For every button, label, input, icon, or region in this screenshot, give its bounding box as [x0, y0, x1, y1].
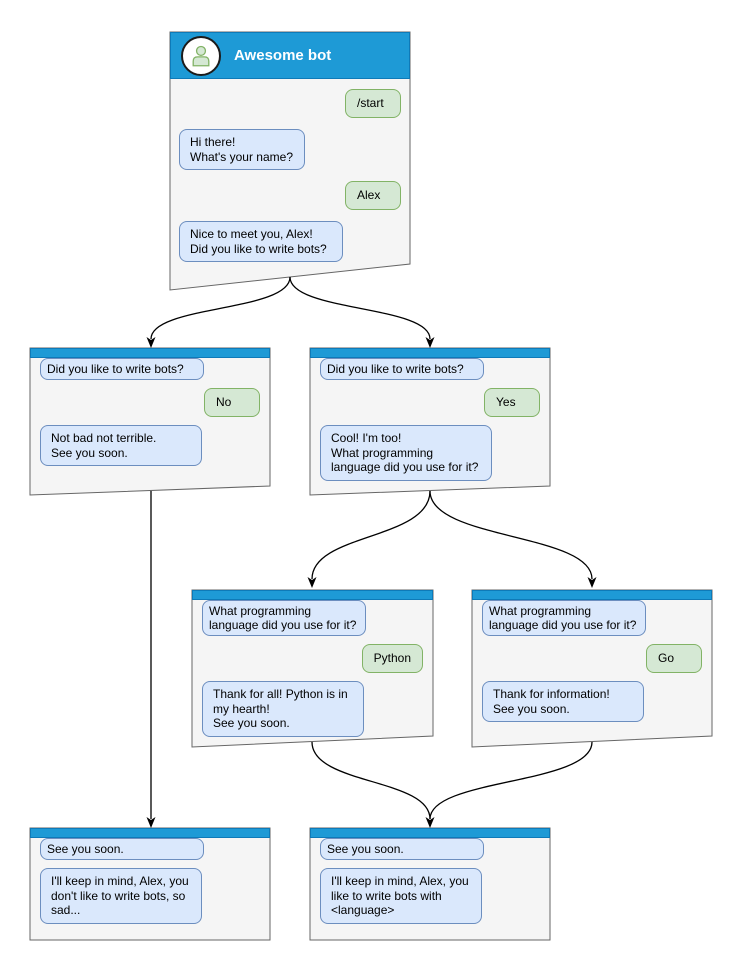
question-bubble: What programming language did you use fo…: [482, 600, 646, 636]
person-icon: [192, 45, 210, 66]
flow-node-end-yes: See you soon. I'll keep in mind, Alex, y…: [310, 828, 550, 940]
flow-node-branch-go: What programming language did you use fo…: [472, 590, 712, 747]
user-message-bubble: /start: [345, 89, 401, 118]
flow-node-end-no: See you soon. I'll keep in mind, Alex, y…: [30, 828, 270, 940]
arrowhead: [425, 337, 435, 348]
flow-node-branch-python: What programming language did you use fo…: [192, 590, 433, 747]
arrowhead: [587, 577, 597, 588]
bot-message-bubble: Thank for all! Python is in my hearth! S…: [202, 681, 364, 737]
user-message-bubble: Python: [361, 644, 423, 673]
arrowhead: [146, 337, 156, 348]
user-message-bubble: No: [204, 388, 260, 417]
bot-message-bubble: Not bad not terrible. See you soon.: [40, 425, 202, 466]
message-list: Did you like to write bots? No Not bad n…: [30, 358, 270, 466]
user-message-bubble: Go: [646, 644, 702, 673]
message-list: Did you like to write bots? Yes Cool! I'…: [310, 358, 550, 481]
bot-message-bubble: I'll keep in mind, Alex, you like to wri…: [320, 868, 482, 924]
question-bubble: Did you like to write bots?: [40, 358, 204, 380]
question-bubble: What programming language did you use fo…: [202, 600, 366, 636]
user-message-bubble: Yes: [484, 388, 540, 417]
message-list: /start Hi there! What's your name? Alex …: [170, 79, 410, 262]
arrowhead: [425, 817, 435, 828]
bot-message-bubble: Thank for information! See you soon.: [482, 681, 644, 722]
question-bubble: See you soon.: [40, 838, 204, 860]
window-titlebar: [192, 590, 433, 600]
bot-avatar: [181, 35, 221, 76]
message-list: See you soon. I'll keep in mind, Alex, y…: [30, 838, 270, 924]
edge-yes-to-go: [429, 490, 593, 580]
flow-node-branch-yes: Did you like to write bots? Yes Cool! I'…: [310, 348, 550, 495]
bot-message-bubble: Hi there! What's your name?: [179, 129, 305, 170]
edge-python-to-end: [311, 741, 431, 820]
message-list: What programming language did you use fo…: [192, 600, 433, 737]
window-titlebar: [310, 828, 550, 838]
edge-go-to-end: [429, 741, 593, 820]
user-message-bubble: Alex: [345, 181, 401, 210]
window-titlebar: [472, 590, 712, 600]
flow-node-main-chat: Awesome bot /start Hi there! What's your…: [170, 32, 410, 290]
window-titlebar: Awesome bot: [170, 32, 410, 79]
bot-message-bubble: I'll keep in mind, Alex, you don't like …: [40, 868, 202, 924]
arrowhead: [146, 817, 156, 828]
window-titlebar: [310, 348, 550, 358]
edge-yes-to-python: [311, 490, 431, 580]
question-bubble: Did you like to write bots?: [320, 358, 484, 380]
question-bubble: See you soon.: [320, 838, 484, 860]
window-titlebar: [30, 828, 270, 838]
bot-name-title: Awesome bot: [234, 47, 332, 64]
message-list: What programming language did you use fo…: [472, 600, 712, 722]
bot-message-bubble: Nice to meet you, Alex! Did you like to …: [179, 221, 343, 262]
message-list: See you soon. I'll keep in mind, Alex, y…: [310, 838, 550, 924]
arrowhead: [307, 577, 317, 588]
flow-node-branch-no: Did you like to write bots? No Not bad n…: [30, 348, 270, 495]
window-titlebar: [30, 348, 270, 358]
bot-message-bubble: Cool! I'm too! What programming language…: [320, 425, 492, 481]
